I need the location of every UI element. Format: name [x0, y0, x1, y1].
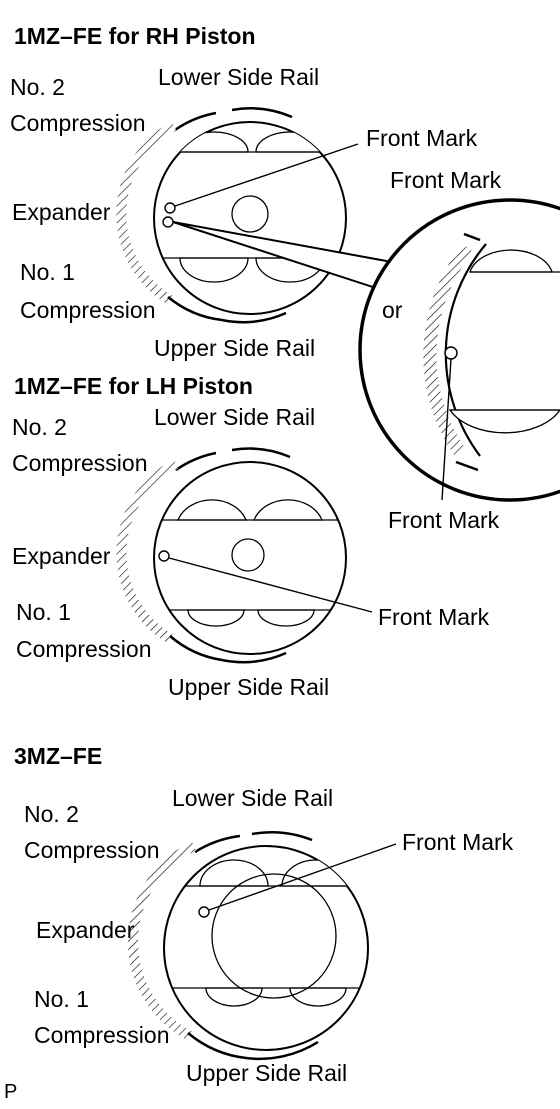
lh-hatched-ring: [116, 459, 179, 645]
lh-no2-ring: [175, 451, 217, 472]
3mz-upper-side-rail-label: Upper Side Rail: [186, 1060, 347, 1086]
3mz-no2-label-1: No. 2: [24, 801, 79, 827]
3mz-no1-label-1: No. 1: [34, 986, 89, 1012]
rh-lower-side-rail-label: Lower Side Rail: [158, 64, 319, 90]
rh-front-mark-dot-lower: [162, 216, 174, 228]
lh-no1-label-2: Compression: [16, 636, 152, 662]
rh-no2-label-2: Compression: [10, 110, 146, 136]
lh-piston-diagram: 1MZ–FE for LH Piston No. 2 Compression L…: [12, 373, 490, 700]
3mz-no1-ring: [187, 1032, 247, 1060]
lh-no1-label-1: No. 1: [16, 599, 71, 625]
lh-upper-side-rail: [221, 651, 287, 664]
lh-no2-label-1: No. 2: [12, 414, 67, 440]
3mz-no1-label-2: Compression: [34, 1022, 170, 1048]
rh-no2-ring: [174, 111, 217, 132]
3mz-lower-side-rail-label: Lower Side Rail: [172, 785, 333, 811]
lh-piston-outline: [153, 461, 347, 655]
3mz-no2-label-2: Compression: [24, 837, 160, 863]
lh-no1-ring: [169, 635, 223, 662]
3mz-lower-side-rail: [251, 831, 313, 842]
rh-no2-label-1: No. 2: [10, 74, 65, 100]
lh-lower-side-rail: [231, 447, 291, 459]
rh-no1-label-1: No. 1: [20, 259, 75, 285]
3mz-upper-side-rail: [245, 1040, 319, 1061]
rh-front-mark-leader: [174, 143, 359, 207]
3mz-piston-diagram: 3MZ–FE Lower Side Rail No. 2 Compression…: [14, 743, 514, 1086]
rh-piston-diagram: 1MZ–FE for RH Piston No. 2 Compression L…: [10, 23, 502, 361]
rh-front-mark-label-a: Front Mark: [366, 125, 478, 151]
rh-upper-side-rail-label: Upper Side Rail: [154, 335, 315, 361]
front-mark-detail-bubble: or Front Mark: [172, 198, 560, 533]
3mz-expander-label: Expander: [36, 917, 135, 943]
rh-title: 1MZ–FE for RH Piston: [14, 23, 256, 49]
rh-front-mark-label-b: Front Mark: [390, 167, 502, 193]
lh-piston-inner: [154, 499, 346, 627]
rh-no1-ring: [167, 296, 223, 322]
detail-or-label: or: [382, 297, 403, 323]
lh-upper-side-rail-label: Upper Side Rail: [168, 674, 329, 700]
rh-expander-label: Expander: [12, 199, 111, 225]
lh-expander-label: Expander: [12, 543, 111, 569]
3mz-front-mark-leader: [208, 843, 397, 911]
detail-circle: [358, 198, 560, 502]
lh-title: 1MZ–FE for LH Piston: [14, 373, 253, 399]
lh-front-mark-dot: [158, 550, 170, 562]
lh-front-mark-leader: [168, 557, 373, 613]
detail-front-mark-dot: [444, 346, 458, 360]
rh-hatched-ring: [116, 121, 177, 305]
detail-front-mark-label: Front Mark: [388, 507, 500, 533]
corner-code: P: [4, 1081, 17, 1103]
lh-front-mark-label: Front Mark: [378, 604, 490, 630]
3mz-title: 3MZ–FE: [14, 743, 102, 769]
rh-front-mark-dot-upper: [164, 202, 176, 214]
rh-no1-label-2: Compression: [20, 297, 156, 323]
detail-front-mark-leader: [441, 358, 452, 501]
3mz-front-mark-dot: [198, 906, 210, 918]
lh-lower-side-rail-label: Lower Side Rail: [154, 404, 315, 430]
3mz-front-mark-label: Front Mark: [402, 829, 514, 855]
rh-lower-side-rail: [231, 107, 293, 119]
rh-upper-side-rail: [221, 311, 287, 324]
3mz-hatched-ring: [127, 841, 197, 1041]
lh-no2-label-2: Compression: [12, 450, 148, 476]
detail-hatched-ring: [423, 243, 474, 456]
3mz-no2-ring: [194, 834, 241, 854]
